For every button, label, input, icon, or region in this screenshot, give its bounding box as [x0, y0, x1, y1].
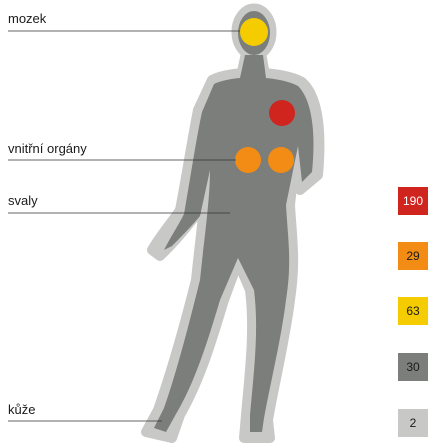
legend-badge-light-gray: 2	[398, 409, 428, 437]
legend-badge-yellow: 63	[398, 297, 428, 325]
label-brain: mozek	[8, 11, 46, 26]
label-skin: kůže	[8, 402, 35, 417]
brain-dot	[240, 18, 268, 46]
label-organs: vnitřní orgány	[8, 141, 87, 156]
heart-dot	[269, 100, 295, 126]
legend-badge-dark-gray: 30	[398, 353, 428, 381]
legend-badge-red: 190	[398, 187, 428, 215]
label-muscles: svaly	[8, 193, 38, 208]
organ-dot-left	[235, 147, 261, 173]
organ-dot-right	[268, 147, 294, 173]
legend-badge-orange: 29	[398, 242, 428, 270]
